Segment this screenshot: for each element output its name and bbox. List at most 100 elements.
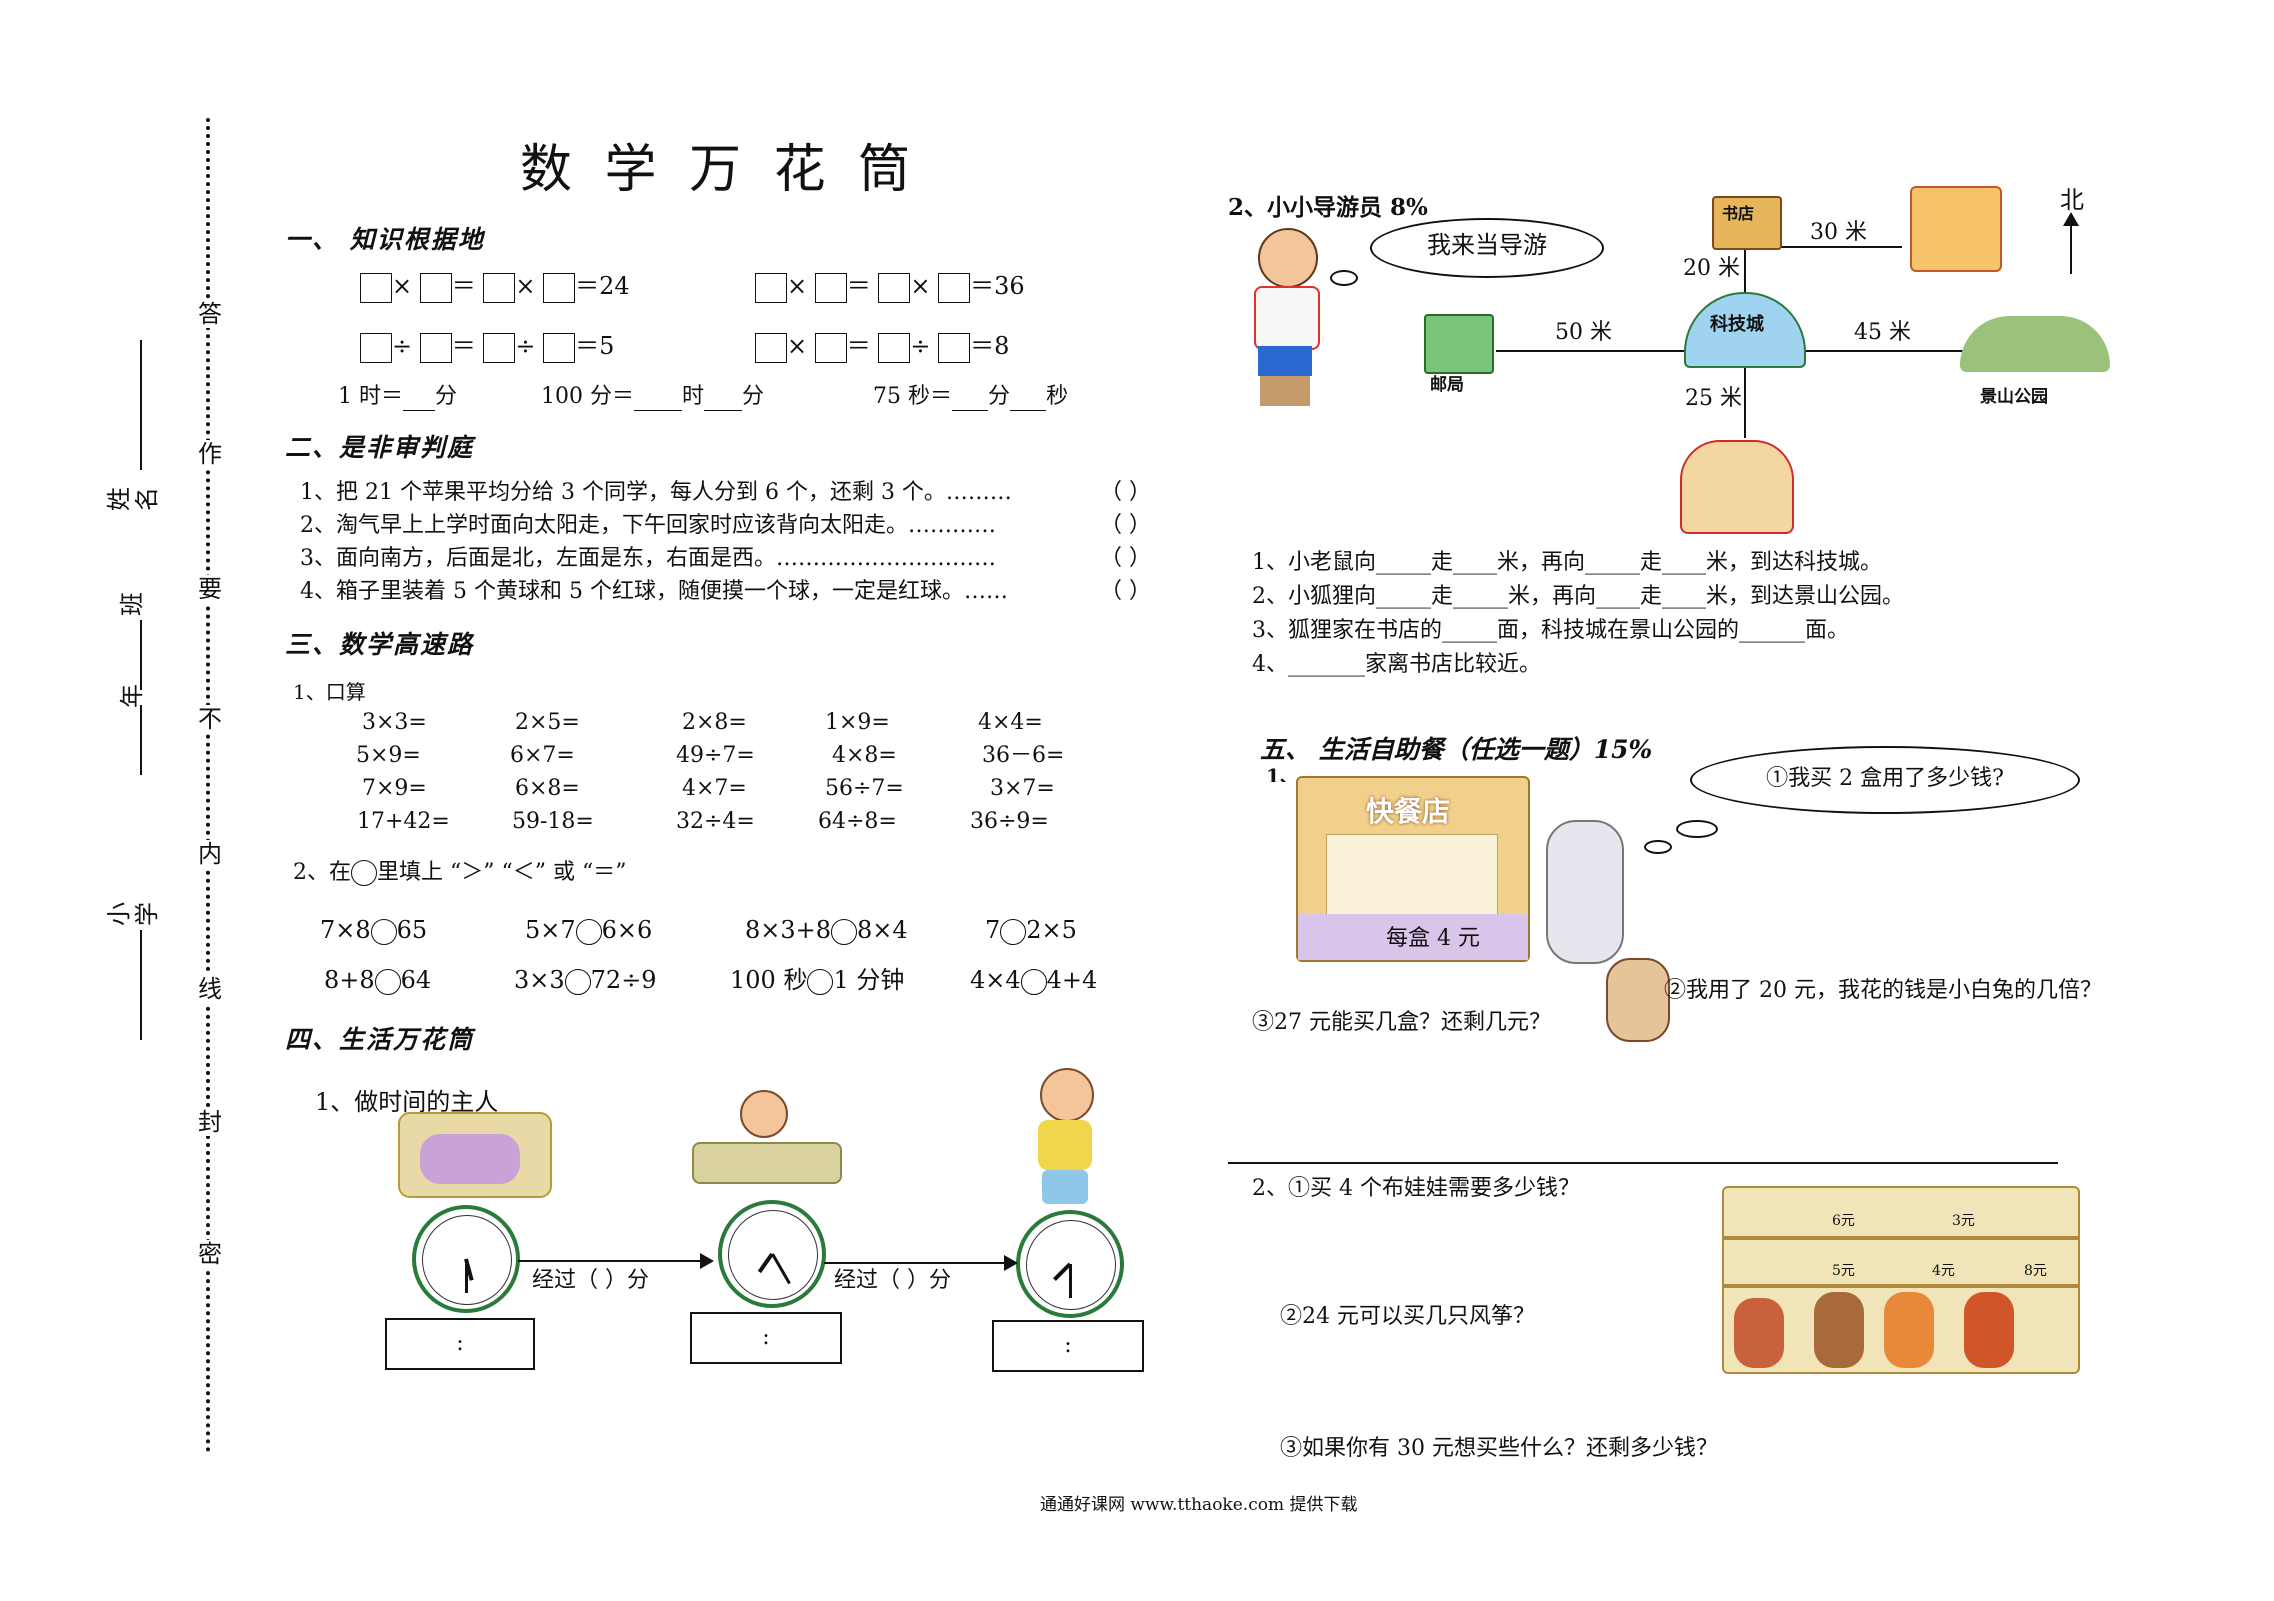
walking-boy-illustration xyxy=(1020,1068,1110,1208)
operator: ÷ xyxy=(392,332,413,360)
compare-circle[interactable] xyxy=(374,968,401,995)
judge-item: 2、淘气早上上学时面向太阳走，下午回家时应该背向太阳走。………… xyxy=(300,513,996,538)
seal-char: 线 xyxy=(198,975,222,1003)
judge-item: 4、箱子里装着 5 个黄球和 5 个红球，随便摸一个球，一定是红球。…… xyxy=(300,579,1008,604)
answer-box[interactable] xyxy=(419,332,452,363)
arrow-head-icon xyxy=(1004,1255,1018,1271)
oral-calc-label: 1、口算 xyxy=(293,680,366,704)
unit-conversion-row: 1 时＝ 分 100 分＝ 时 分 75 秒＝ 分 秒 xyxy=(338,384,1069,411)
judge-item: 1、把 21 个苹果平均分给 3 个同学，每人分到 6 个，还剩 3 个。……… xyxy=(300,480,1012,505)
answer-box[interactable] xyxy=(878,332,911,363)
class-label: 班 xyxy=(118,592,146,616)
compare-circle[interactable] xyxy=(807,968,834,995)
answer-box[interactable] xyxy=(543,332,576,363)
post-office-label: 邮局 xyxy=(1430,375,1464,395)
compare-circle[interactable] xyxy=(831,918,858,945)
calc-item: 1×9= xyxy=(825,710,890,735)
arrow-line xyxy=(518,1260,708,1262)
grade-blank-line[interactable] xyxy=(140,705,142,775)
answer-box[interactable] xyxy=(543,272,576,303)
fast-food-shop-illustration: 快餐店 每盒 4 元 xyxy=(1296,776,1530,962)
compare-instruction: 2、在里填上 “＞” “＜” 或 “＝” xyxy=(293,860,627,886)
judge-paren[interactable]: （ ） xyxy=(1100,579,1151,604)
equation-row: × ＝ ÷ ＝8 xyxy=(755,332,1009,363)
time-answer-box[interactable]: : xyxy=(385,1318,535,1370)
seal-char: 内 xyxy=(198,840,222,868)
elapsed-label[interactable]: 经过（ ）分 xyxy=(532,1268,649,1293)
distance-label: 20 米 xyxy=(1683,256,1740,281)
compare-circle[interactable] xyxy=(370,918,397,945)
seal-dotted-line xyxy=(206,118,210,1453)
name-label: 姓名 xyxy=(105,487,161,511)
compare-circle[interactable] xyxy=(1000,918,1027,945)
section2-heading: 二、是非审判庭 xyxy=(285,433,475,462)
calc-item: 2×5= xyxy=(515,710,580,735)
blank[interactable] xyxy=(952,384,989,411)
north-label: 北 xyxy=(2060,186,2084,214)
operator: × xyxy=(515,272,536,300)
judge-paren[interactable]: （ ） xyxy=(1100,513,1151,538)
school-label: 小学 xyxy=(105,902,161,926)
answer-box[interactable] xyxy=(360,272,392,303)
calc-item: 3×7= xyxy=(990,776,1055,801)
time-answer-box[interactable]: : xyxy=(690,1312,842,1364)
blank[interactable] xyxy=(704,384,743,411)
answer-box[interactable] xyxy=(483,272,516,303)
answer-box[interactable] xyxy=(814,272,847,303)
judge-paren[interactable]: （ ） xyxy=(1100,480,1151,505)
section3-heading: 三、数学高速路 xyxy=(285,630,475,659)
compare-circle[interactable] xyxy=(1020,968,1047,995)
class-blank-line[interactable] xyxy=(140,620,142,690)
blank[interactable] xyxy=(634,384,683,411)
answer-box[interactable] xyxy=(419,272,452,303)
blank[interactable] xyxy=(403,384,435,411)
operator: ＝ xyxy=(846,272,871,300)
speech-bubble: ①我买 2 盒用了多少钱? xyxy=(1690,746,2080,814)
answer-box[interactable] xyxy=(483,332,516,363)
answer-box[interactable] xyxy=(878,272,911,303)
answer-box[interactable] xyxy=(814,332,847,363)
operator: ÷ xyxy=(910,332,931,360)
calc-item: 36÷9= xyxy=(970,809,1049,834)
squirrel-house-icon xyxy=(1910,186,2002,272)
guide-question: 4、_______家离书店比较近。 xyxy=(1252,652,1541,677)
elapsed-label[interactable]: 经过（ ）分 xyxy=(834,1268,951,1293)
distance-label: 25 米 xyxy=(1685,386,1742,411)
judge-paren[interactable]: （ ） xyxy=(1100,546,1151,571)
bookstore-icon: 书店 xyxy=(1712,196,1782,250)
seal-char: 密 xyxy=(198,1240,222,1268)
equation-row: × ＝ × ＝36 xyxy=(755,272,1025,303)
school-blank-line[interactable] xyxy=(140,930,142,1040)
compare-circle[interactable] xyxy=(575,918,602,945)
breakfast-boy-illustration xyxy=(692,1090,842,1184)
calc-item: 6×8= xyxy=(515,776,580,801)
operator: × xyxy=(787,272,808,300)
calc-item: 64÷8= xyxy=(818,809,897,834)
judge-item: 3、面向南方，后面是北，左面是东，右面是西。………………………… xyxy=(300,546,996,571)
operator: × xyxy=(910,272,931,300)
bear-illustration xyxy=(1606,958,1670,1042)
blank[interactable] xyxy=(1010,384,1047,411)
tour-guide-boy-illustration xyxy=(1250,228,1320,408)
name-blank-line[interactable] xyxy=(140,340,142,470)
guide-question: 1、小老鼠向_____走____米，再向_____走____米，到达科技城。 xyxy=(1252,550,1882,575)
calc-item: 7×9= xyxy=(362,776,427,801)
answer-box[interactable] xyxy=(938,332,971,363)
answer-box[interactable] xyxy=(755,272,787,303)
clock-icon xyxy=(718,1200,826,1308)
time-answer-box[interactable]: : xyxy=(992,1320,1144,1372)
operator: ＝ xyxy=(846,332,871,360)
post-office-icon xyxy=(1424,314,1494,374)
bubble-tail xyxy=(1676,820,1718,838)
calc-item: 6×7= xyxy=(510,743,575,768)
answer-box[interactable] xyxy=(755,332,787,363)
answer-box[interactable] xyxy=(938,272,971,303)
answer-box[interactable] xyxy=(360,332,392,363)
operator: ＝36 xyxy=(970,272,1025,300)
compare-circle[interactable] xyxy=(564,968,591,995)
